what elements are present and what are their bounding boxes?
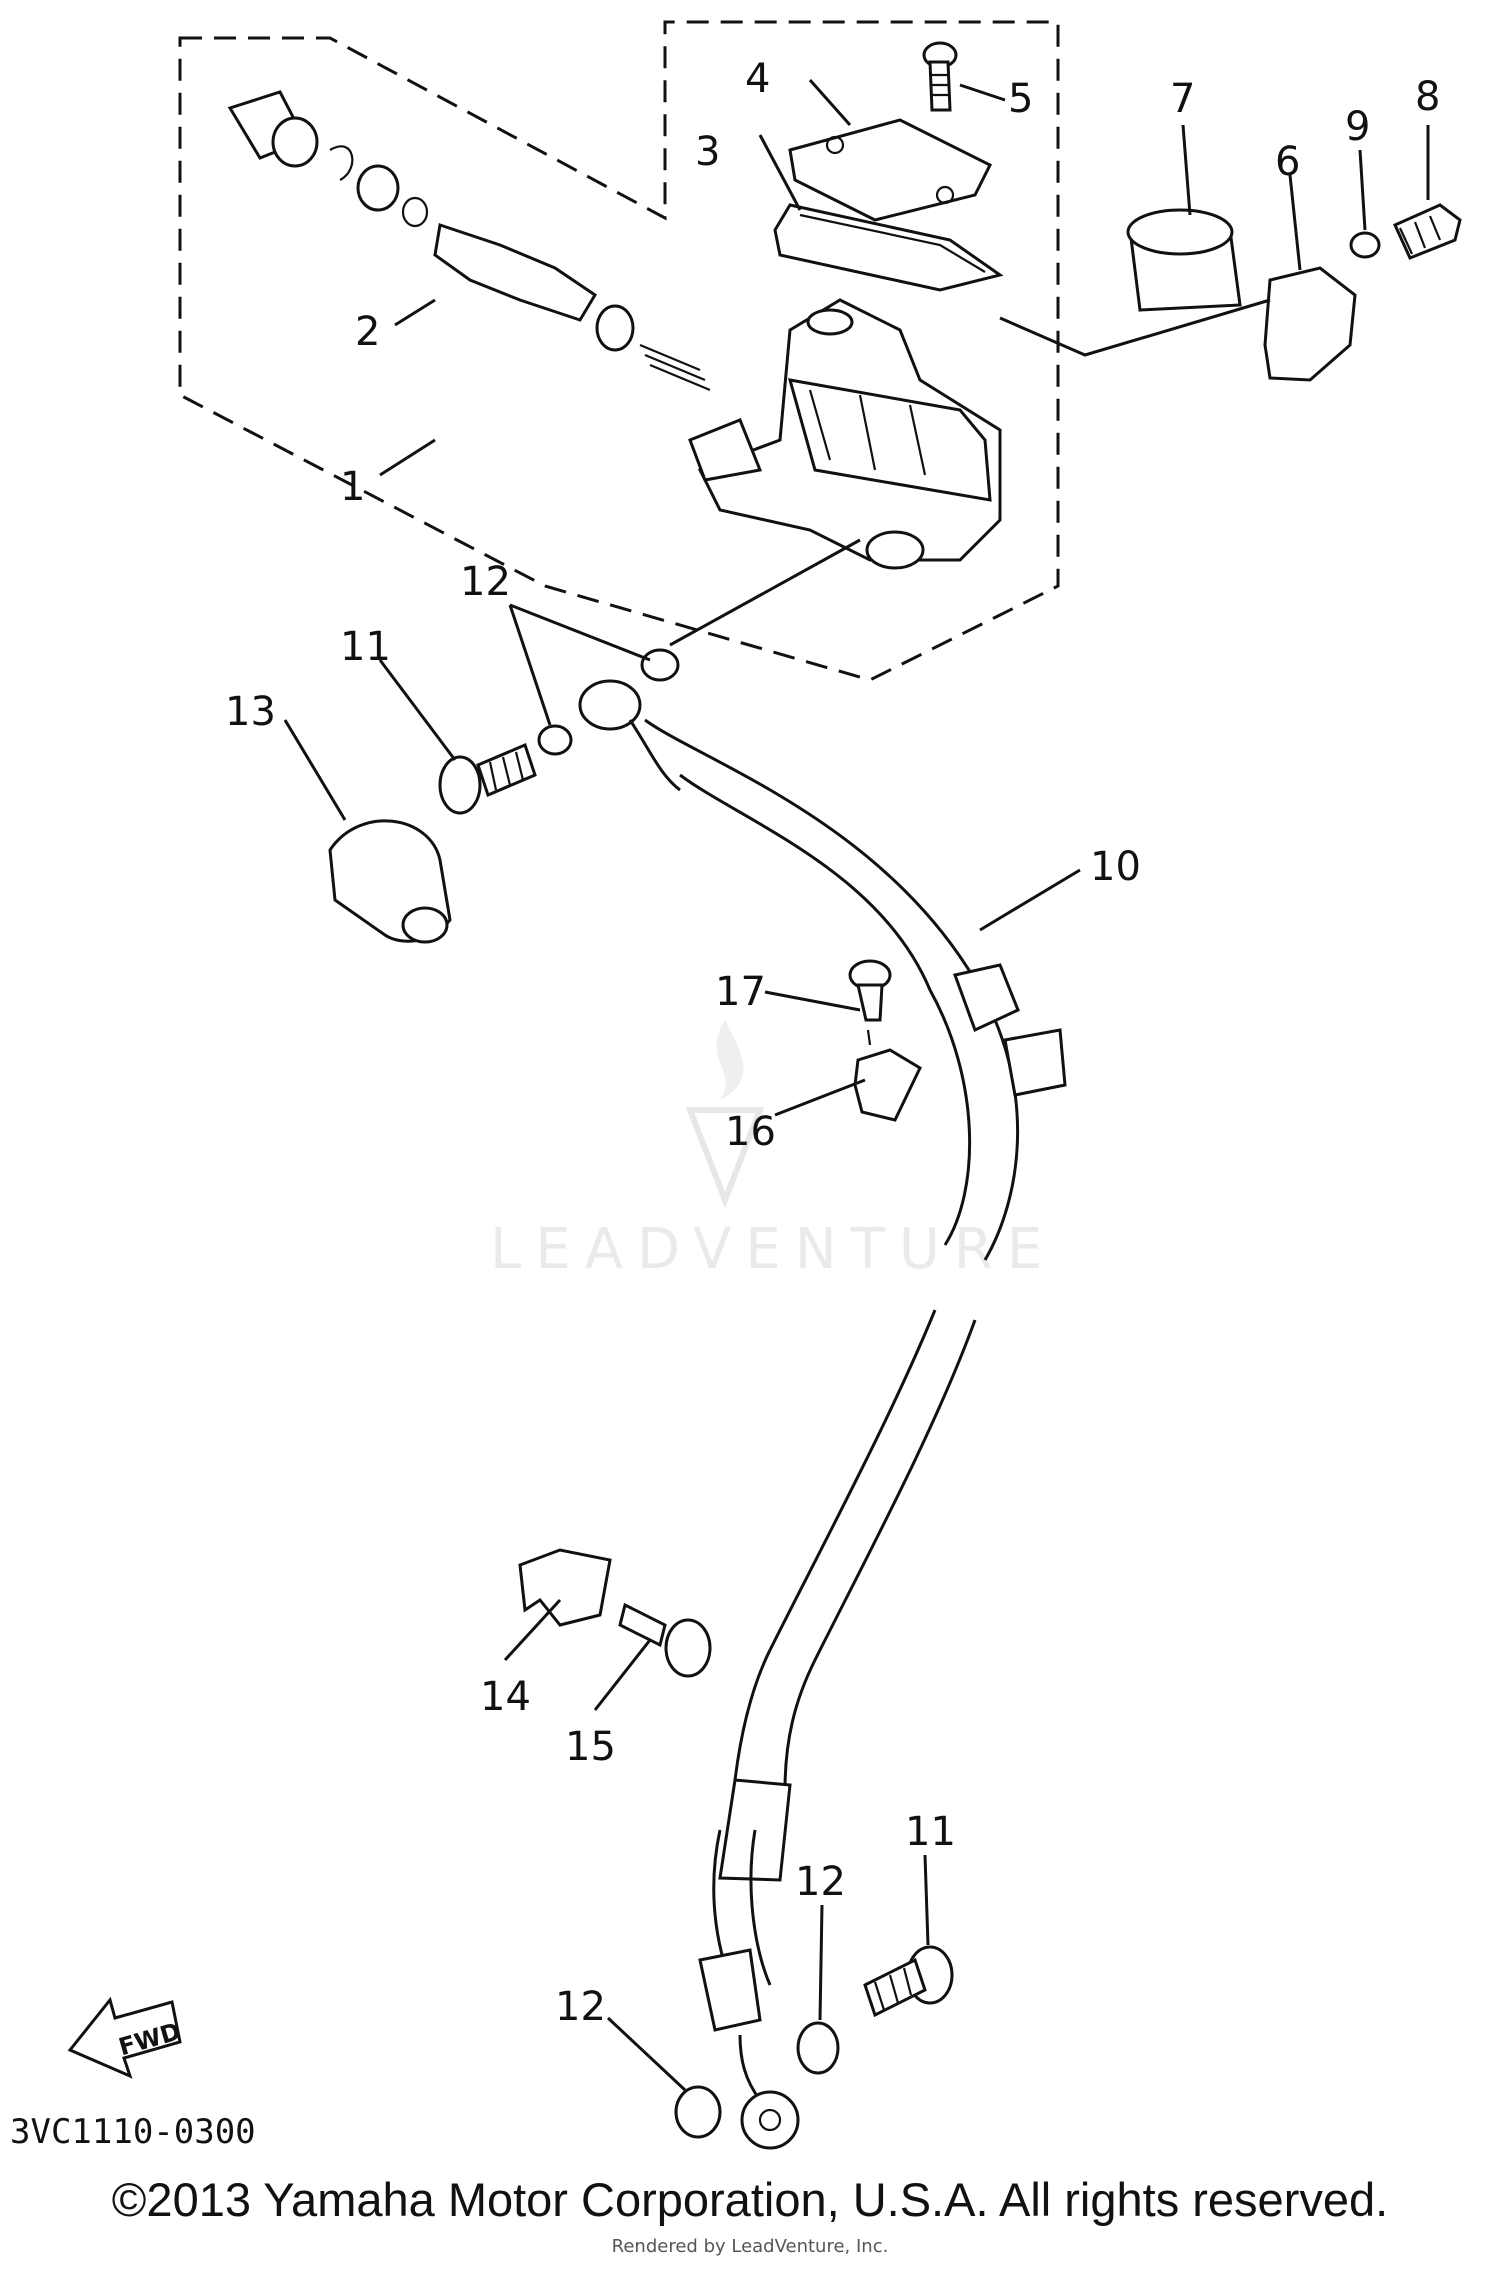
holder-bolt	[1393, 203, 1462, 260]
callout-11-upper: 11	[340, 624, 391, 670]
callout-9: 9	[1345, 104, 1370, 150]
assembly-outline	[178, 20, 1060, 682]
diaphragm	[773, 203, 1004, 292]
callout-6: 6	[1275, 139, 1300, 185]
callout-7: 7	[1170, 76, 1195, 122]
callout-5: 5	[1008, 76, 1033, 122]
watermark-text: LEADVENTURE	[490, 1217, 1056, 1282]
callout-2: 2	[355, 309, 380, 355]
callout-12-upper: 12	[460, 559, 511, 605]
callout-16: 16	[725, 1109, 776, 1155]
callout-3: 3	[695, 129, 720, 175]
callout-12-lower-a: 12	[795, 1859, 846, 1905]
master-cylinder-body	[688, 298, 1002, 570]
cap-screw	[922, 41, 958, 112]
union-bolt-upper	[438, 742, 537, 815]
boot-cap	[328, 819, 452, 944]
callout-11-lower: 11	[905, 1809, 956, 1855]
cylinder-cover	[1126, 208, 1242, 312]
rendered-by-note: Rendered by LeadVenture, Inc.	[611, 2236, 889, 2257]
clamp-screw	[848, 959, 892, 1046]
callout-12-lower-b: 12	[555, 1984, 606, 2030]
callout-17: 17	[715, 969, 766, 1015]
piston-kit	[227, 90, 711, 392]
fwd-arrow-icon: FWD	[67, 1996, 184, 2079]
callout-1: 1	[340, 464, 365, 510]
guide-bolt	[618, 1602, 712, 1678]
reservoir-cap	[788, 118, 993, 222]
callout-8: 8	[1415, 74, 1440, 120]
brake-hose	[578, 679, 1067, 2150]
copper-washer-upper-1	[640, 648, 680, 682]
callout-14: 14	[480, 1674, 531, 1720]
copper-washer-upper-2	[537, 724, 573, 756]
hose-guide	[518, 1548, 612, 1627]
holder	[1263, 266, 1357, 382]
callout-4: 4	[745, 56, 770, 102]
callout-10: 10	[1090, 844, 1141, 890]
copper-washer-lower-2	[674, 2085, 722, 2139]
callout-15: 15	[565, 1724, 616, 1770]
callout-numbers: 1 2 3 4 5 6 7 8 9 10 11 11 12 12 12 13 1…	[225, 56, 1440, 2030]
union-bolt-lower	[863, 1945, 954, 2018]
leadventure-watermark: LEADVENTURE	[490, 1020, 1056, 1282]
copyright-notice: ©2013 Yamaha Motor Corporation, U.S.A. A…	[111, 2173, 1389, 2226]
diagram-code: 3VC1110-0300	[10, 2112, 256, 2152]
hose-clamp	[853, 1048, 922, 1122]
leader-lines	[283, 79, 1430, 2092]
callout-13: 13	[225, 689, 276, 735]
copper-washer-lower-1	[796, 2021, 840, 2075]
washer	[1349, 231, 1381, 259]
